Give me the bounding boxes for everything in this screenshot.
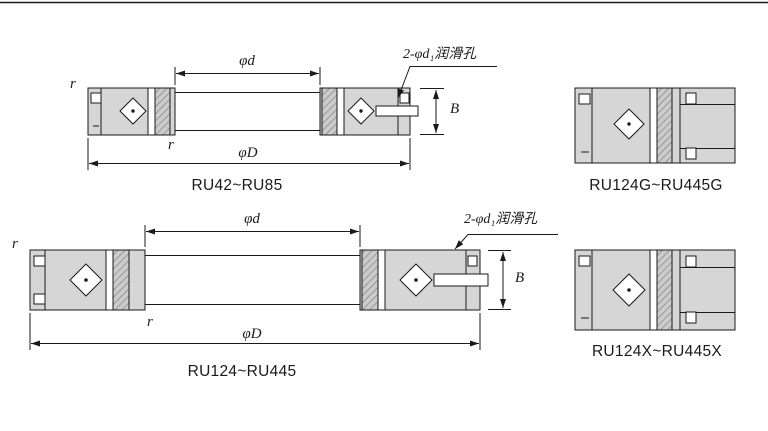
mounting-hole bbox=[685, 255, 697, 268]
fillet-radius-label: r bbox=[147, 314, 153, 330]
dimensions-ru42 bbox=[87, 66, 497, 170]
inner-ring-hatch bbox=[112, 249, 130, 311]
lube-hole-leader bbox=[397, 66, 497, 99]
lubrication-hole bbox=[433, 273, 489, 287]
bearing-section-ru124x bbox=[574, 249, 736, 331]
width-label: B bbox=[450, 101, 460, 117]
inner-diameter-label: φd bbox=[239, 53, 255, 69]
inner-ring-hatch bbox=[154, 87, 171, 136]
model-range-label: RU42~RU85 bbox=[191, 177, 283, 194]
lube-hole-note: 2-φd₁润滑孔 bbox=[464, 212, 538, 227]
mounting-hole bbox=[685, 92, 697, 105]
outer-diameter-label: φD bbox=[238, 145, 258, 161]
bearing-section-ru42 bbox=[87, 87, 419, 136]
fillet-radius-label: r bbox=[12, 236, 18, 252]
fillet-radius-label: r bbox=[70, 76, 76, 92]
bearing-section-ru124g bbox=[574, 87, 736, 164]
lube-hole-leader bbox=[454, 234, 558, 250]
lubrication-hole bbox=[375, 105, 419, 117]
inner-diameter-label: φd bbox=[244, 211, 260, 227]
mounting-hole bbox=[685, 311, 697, 324]
width-label: B bbox=[515, 270, 525, 286]
mounting-hole bbox=[685, 147, 697, 160]
lube-hole-note: 2-φd₁润滑孔 bbox=[403, 47, 477, 62]
model-range-label: RU124X~RU445X bbox=[591, 343, 723, 360]
mounting-hole bbox=[90, 92, 102, 104]
mounting-hole bbox=[33, 293, 46, 305]
dimensions-ru124 bbox=[29, 225, 558, 350]
mounting-hole bbox=[578, 93, 591, 105]
outer-diameter-label: φD bbox=[242, 326, 262, 342]
model-range-label: RU124G~RU445G bbox=[589, 177, 723, 194]
inner-ring-hatch bbox=[656, 249, 673, 331]
mounting-hole bbox=[578, 255, 591, 267]
inner-ring-hatch bbox=[656, 87, 673, 164]
fillet-radius-label: r bbox=[168, 137, 174, 153]
model-range-label: RU124~RU445 bbox=[187, 363, 297, 380]
bearing-section-ru124 bbox=[29, 249, 489, 311]
mounting-hole bbox=[33, 255, 46, 267]
